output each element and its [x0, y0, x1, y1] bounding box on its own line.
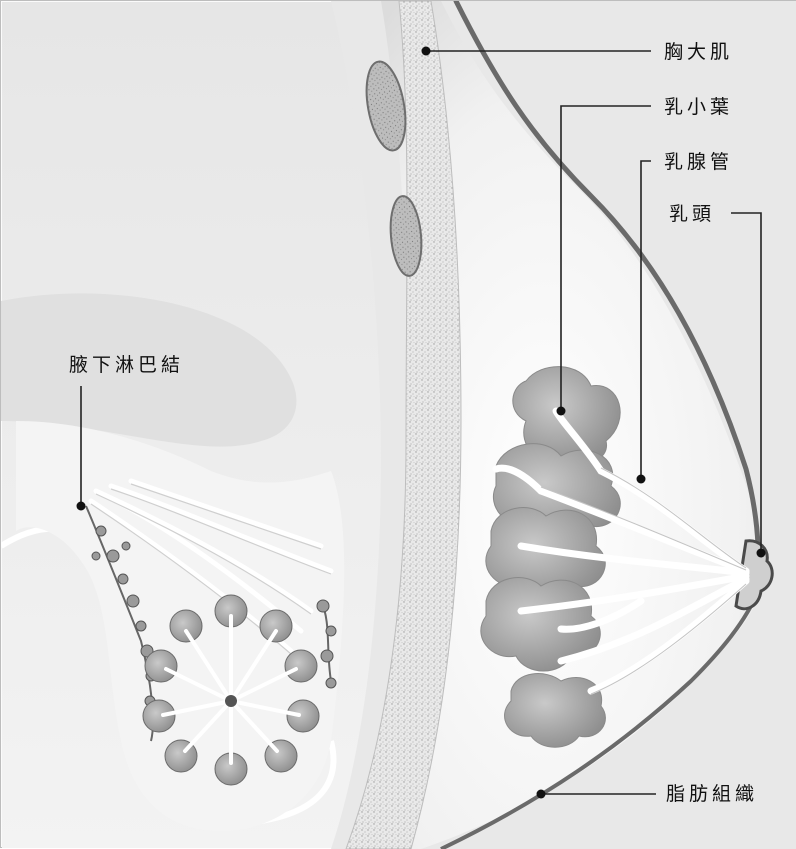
label-lactiferous-ducts: 乳腺管: [664, 153, 733, 172]
label-axillary-lymph-nodes: 腋下淋巴結: [69, 356, 184, 375]
label-pectoralis-major: 胸大肌: [664, 43, 733, 62]
label-adipose-tissue: 脂肪組織: [666, 785, 758, 804]
label-nipple: 乳頭: [669, 205, 715, 224]
label-lobules: 乳小葉: [664, 98, 733, 117]
